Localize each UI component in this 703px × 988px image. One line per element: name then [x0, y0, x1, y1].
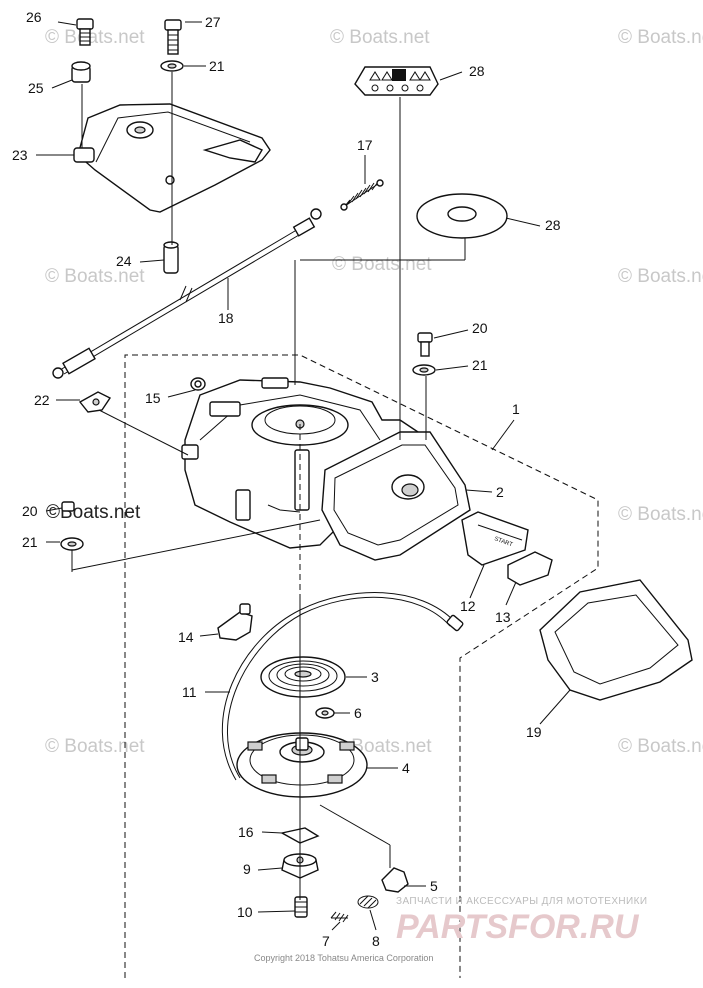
clip-22: [78, 391, 112, 413]
watermark: © Boats.net: [45, 266, 145, 287]
footer: ЗАПЧАСТИ И АКСЕССУАРЫ ДЛЯ МОТОТЕХНИКИ PA…: [254, 896, 647, 963]
callout-19: 19: [526, 724, 542, 740]
callout-12: 12: [460, 598, 476, 614]
spring-7: [330, 911, 349, 923]
disc-decal-28: [416, 193, 508, 239]
callout-26: 26: [26, 9, 42, 25]
watermark: © Boats.net: [618, 266, 703, 287]
leader-lines: [36, 21, 571, 931]
callout-21: 21: [22, 534, 38, 550]
callout-13: 13: [495, 609, 511, 625]
callout-14: 14: [178, 629, 194, 645]
callout-7: 7: [322, 933, 330, 949]
bolt-10: [294, 896, 308, 918]
callout-6: 6: [354, 705, 362, 721]
callout-28: 28: [469, 63, 485, 79]
callout-20: 20: [22, 503, 38, 519]
warning-decal-28: [354, 66, 439, 96]
reel-4: [236, 732, 368, 798]
watermark: © Boats.net: [45, 736, 145, 757]
callout-25: 25: [28, 80, 44, 96]
handle-grip-2: [321, 431, 471, 561]
shop-brand-logo: PARTSFOR.RU: [396, 908, 640, 946]
watermark: © Boats.net: [618, 736, 703, 757]
callout-10: 10: [237, 904, 253, 920]
callout-11: 11: [182, 684, 197, 700]
callout-17: 17: [357, 137, 373, 153]
callout-21: 21: [209, 58, 225, 74]
watermark: © Boats.net: [332, 254, 432, 275]
recoil-spring-3: [260, 656, 346, 698]
callout-20: 20: [472, 320, 488, 336]
watermark-emphasized: ©Boats.net: [46, 502, 141, 523]
callout-15: 15: [145, 390, 161, 406]
watermark: © Boats.net: [618, 27, 703, 48]
washer-21-right: [412, 364, 436, 376]
assembly-outline: [124, 354, 599, 978]
callout-28: 28: [545, 217, 561, 233]
copyright-notice: Copyright 2018 Tohatsu America Corporati…: [254, 953, 433, 963]
callout-22: 22: [34, 392, 50, 408]
insert-13: [507, 551, 553, 586]
callout-23: 23: [12, 147, 28, 163]
bezel-19: [539, 579, 693, 701]
callout-2: 2: [496, 484, 504, 500]
bolt-26: [76, 18, 94, 46]
callout-18: 18: [218, 310, 234, 326]
bolt-20-right: [417, 332, 433, 357]
callout-3: 3: [371, 669, 379, 685]
e-ring-6: [315, 707, 335, 719]
spacer-24: [163, 241, 179, 274]
watermark: © Boats.net: [618, 504, 703, 525]
callout-8: 8: [372, 933, 380, 949]
cover-23: [73, 103, 271, 213]
handle-12: START: [461, 511, 529, 566]
throttle-cable-18: [52, 208, 322, 379]
bolt-27: [164, 19, 182, 55]
watermark: © Boats.net: [330, 27, 430, 48]
callout-21: 21: [472, 357, 488, 373]
spring-8: [357, 895, 379, 909]
callout-9: 9: [243, 861, 251, 877]
collar-25: [71, 61, 91, 83]
washer-21-left: [60, 537, 84, 551]
shop-tagline: ЗАПЧАСТИ И АКСЕССУАРЫ ДЛЯ МОТОТЕХНИКИ: [396, 896, 647, 907]
pawl-14: [217, 603, 253, 641]
callouts: 26 27 21 25 28 23 17 28 24 18 20 21 22 1…: [12, 9, 561, 949]
washer-21-top: [160, 60, 184, 72]
callout-4: 4: [402, 760, 410, 776]
pawl-5: [381, 867, 409, 893]
spring-15: [190, 377, 206, 391]
callout-16: 16: [238, 824, 254, 840]
callout-24: 24: [116, 253, 132, 269]
callout-5: 5: [430, 878, 438, 894]
bolt-20-left: [61, 501, 75, 512]
callout-27: 27: [205, 14, 221, 30]
callout-1: 1: [512, 401, 520, 417]
spring-17: [340, 179, 384, 211]
watermark: © Boats.net: [45, 27, 145, 48]
